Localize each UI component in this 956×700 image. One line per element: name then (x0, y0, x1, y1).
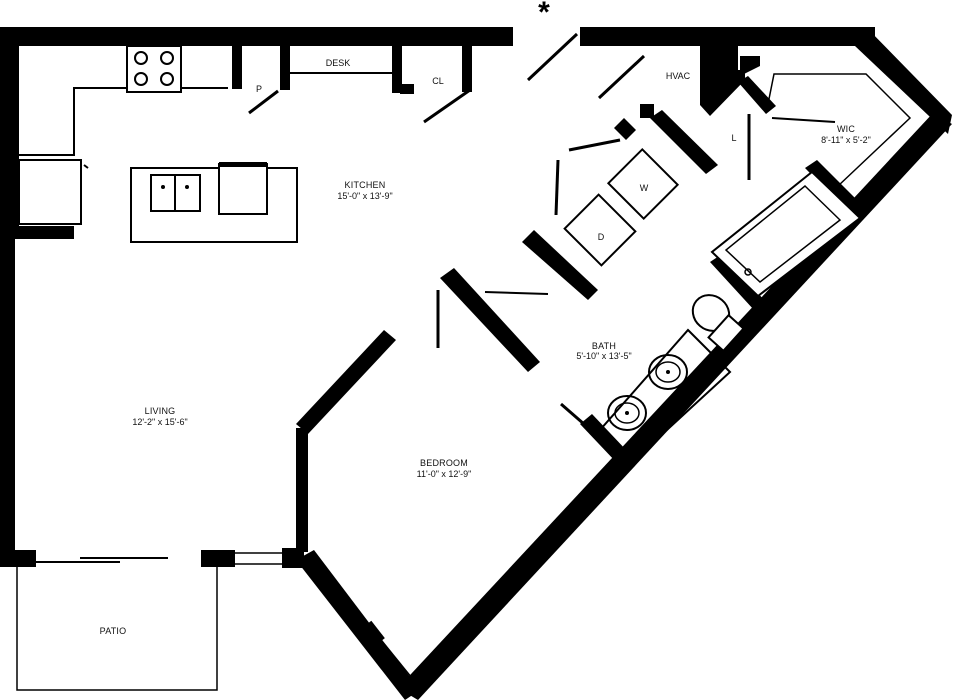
living-name: LIVING (145, 406, 176, 416)
sink-icon (607, 395, 647, 431)
patio-name: PATIO (100, 626, 127, 636)
kitchen-fixtures (18, 45, 392, 243)
bath-fixtures (598, 170, 862, 464)
bedroom-dims: 11'-0" x 12'-9" (417, 469, 472, 479)
closet-label: CL (432, 76, 444, 86)
dryer-icon (563, 193, 637, 267)
pantry-label: P (256, 84, 262, 94)
refrigerator-icon (18, 159, 89, 225)
bath-dims: 5'-10" x 13'-5" (576, 351, 631, 361)
linen-label: L (731, 133, 736, 143)
exterior-walls (0, 27, 952, 700)
laundry-fixtures (563, 147, 680, 267)
dryer-label: D (598, 232, 605, 242)
stove-icon (126, 45, 182, 93)
washer-label: W (640, 183, 649, 193)
desk-label: DESK (326, 58, 351, 68)
wic-dims: 8'-11" x 5'-2" (821, 135, 871, 145)
washer-icon (606, 147, 680, 221)
wic-name: WIC (837, 124, 855, 134)
kitchen-island (130, 162, 298, 243)
bath-name: BATH (592, 341, 616, 351)
doors (36, 32, 836, 697)
patio (16, 567, 218, 691)
kitchen-dims: 15'-0" x 13'-9" (337, 191, 392, 201)
living-dims: 12'-2" x 15'-6" (132, 417, 187, 427)
kitchen-name: KITCHEN (345, 180, 386, 190)
bedroom-name: BEDROOM (420, 458, 468, 468)
hvac-label: HVAC (666, 71, 691, 81)
dishwasher-icon (218, 163, 268, 215)
toilet-icon (691, 294, 745, 353)
interior-walls (232, 46, 862, 552)
bathtub-icon (710, 170, 862, 298)
sink-icon (648, 354, 688, 390)
entry-marker: * (538, 0, 550, 29)
room-labels: KITCHEN 15'-0" x 13'-9" LIVING 12'-2" x … (100, 58, 871, 636)
wic-shelving (767, 73, 912, 187)
